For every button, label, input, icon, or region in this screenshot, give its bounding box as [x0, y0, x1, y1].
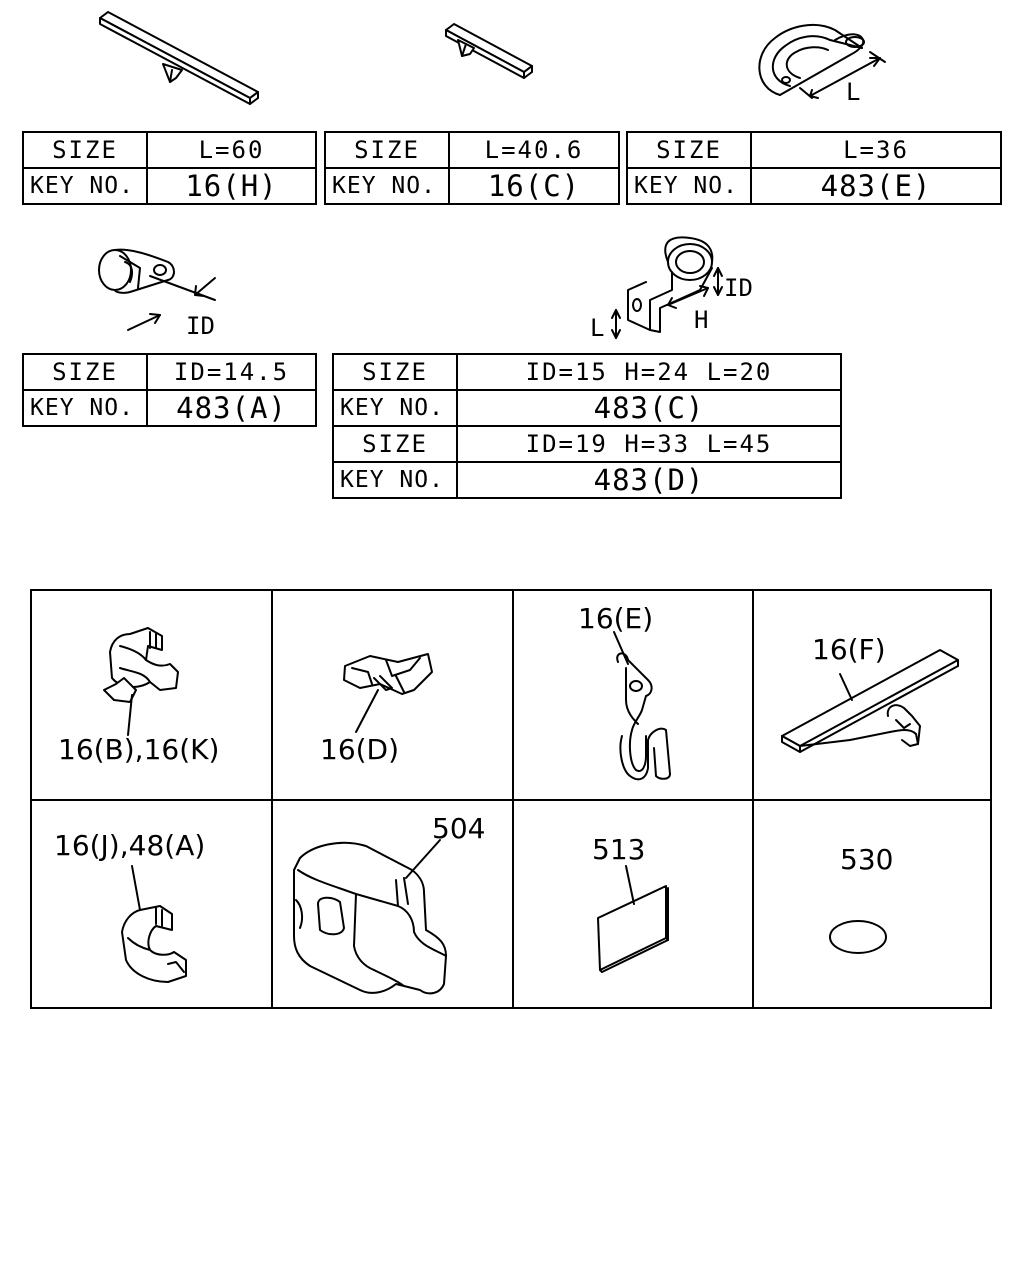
dimension-l-label: L: [590, 314, 605, 342]
key-no-label: KEY NO.: [626, 167, 752, 205]
size-label: SIZE: [22, 353, 148, 391]
dimension-h-label: H: [694, 306, 709, 334]
part-label-530: 530: [840, 843, 894, 876]
size-label: SIZE: [324, 131, 450, 169]
key-no-label: KEY NO.: [324, 167, 450, 205]
grid-cell: [32, 591, 273, 801]
part-label-16j-48a: 16(J),48(A): [54, 829, 206, 862]
disc-530-drawing: [829, 920, 887, 954]
size-value: ID=19 H=33 L=45: [456, 425, 842, 463]
strip-clip-16c-drawing: [445, 23, 533, 79]
key-no-label: KEY NO.: [22, 389, 148, 427]
part-label-16d: 16(D): [320, 733, 400, 766]
key-no-value: 16(H): [146, 167, 317, 205]
dimension-l-label: L: [846, 78, 861, 106]
part-label-16e: 16(E): [578, 602, 654, 635]
part-label-16b-16k: 16(B),16(K): [58, 733, 220, 766]
size-value: ID=15 H=24 L=20: [456, 353, 842, 391]
strip-clip-16h-drawing: [99, 11, 259, 105]
key-no-label: KEY NO.: [332, 389, 458, 427]
clip-16d-drawing: [343, 653, 433, 733]
loop-clip-483e-drawing: [758, 23, 886, 99]
grid-cell: [273, 591, 514, 801]
cover-504-drawing: [293, 839, 447, 995]
grid-cell: [754, 801, 992, 1009]
dimension-id-label: ID: [724, 274, 753, 302]
grid-cell: [514, 591, 754, 801]
size-value: L=40.6: [448, 131, 620, 169]
key-no-value: 483(C): [456, 389, 842, 427]
key-no-value: 483(A): [146, 389, 317, 427]
size-table-483a: SIZE ID=14.5 KEY NO. 483(A): [22, 353, 317, 427]
clamp-483a-drawing: [98, 248, 216, 331]
grid-cell: [514, 801, 754, 1009]
dimension-id-label: ID: [186, 312, 215, 340]
key-no-value: 16(C): [448, 167, 620, 205]
clip-16j48a-drawing: [121, 865, 187, 983]
bracket-clamp-483cd-drawing: [611, 236, 723, 339]
size-value: ID=14.5: [146, 353, 317, 391]
size-label: SIZE: [22, 131, 148, 169]
part-label-513: 513: [592, 833, 646, 866]
size-value: L=36: [750, 131, 1002, 169]
clip-16bk-drawing: [103, 627, 179, 736]
pad-513-drawing: [597, 865, 669, 973]
key-no-value: 483(D): [456, 461, 842, 499]
grid-cell: [273, 801, 514, 1009]
size-label: SIZE: [626, 131, 752, 169]
size-table-483e: SIZE L=36 KEY NO. 483(E): [626, 131, 1002, 205]
parts-grid: [30, 589, 992, 1009]
key-no-label: KEY NO.: [22, 167, 148, 205]
key-no-value: 483(E): [750, 167, 1002, 205]
clip-16e-drawing: [613, 631, 671, 781]
part-label-504: 504: [432, 812, 486, 845]
part-label-16f: 16(F): [812, 633, 886, 666]
key-no-label: KEY NO.: [332, 461, 458, 499]
clip-16f-drawing: [781, 649, 959, 753]
size-value: L=60: [146, 131, 317, 169]
grid-cell: [32, 801, 273, 1009]
grid-cell: [754, 591, 992, 801]
size-table-16h: SIZE L=60 KEY NO. 16(H): [22, 131, 317, 205]
size-label: SIZE: [332, 425, 458, 463]
size-table-16c: SIZE L=40.6 KEY NO. 16(C): [324, 131, 620, 205]
size-label: SIZE: [332, 353, 458, 391]
size-table-483cd: SIZE ID=15 H=24 L=20 KEY NO. 483(C) SIZE…: [332, 353, 842, 499]
